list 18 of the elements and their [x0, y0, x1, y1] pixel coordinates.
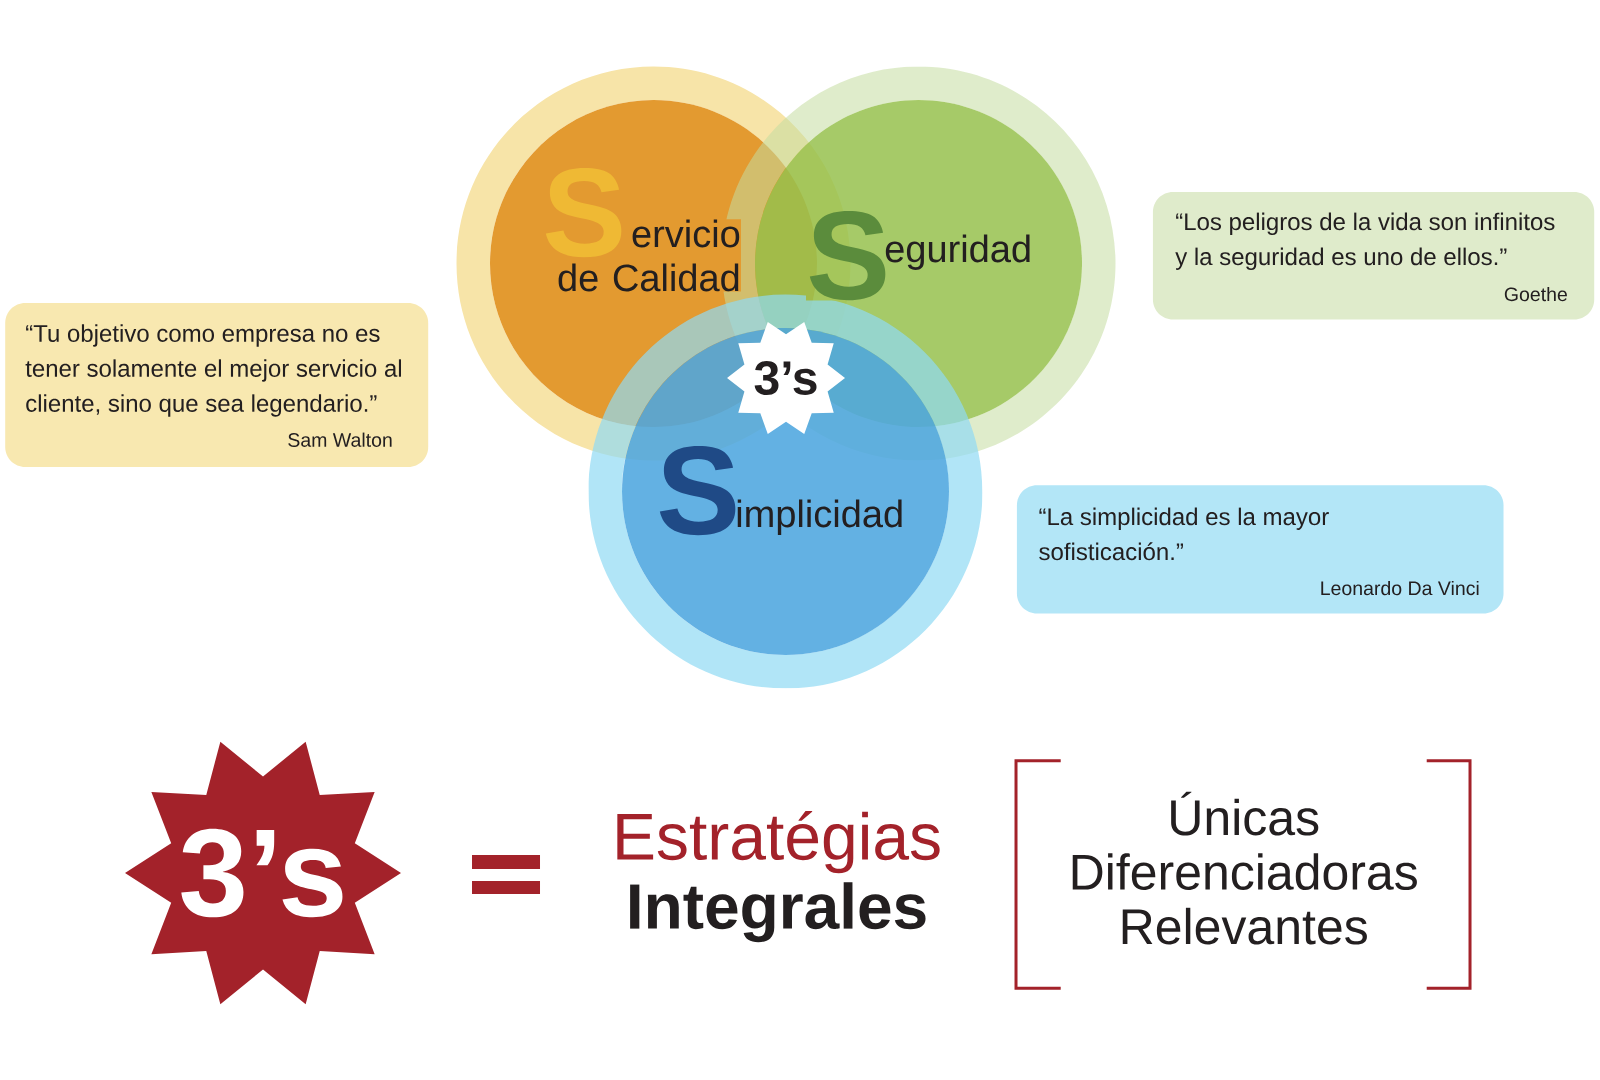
author-name: Sam Walton	[288, 432, 392, 447]
quote-box	[1152, 191, 1595, 320]
quote-box	[5, 302, 429, 467]
circle-label: implicidad	[737, 499, 902, 535]
bracketed-text: Únicas Diferenciadoras Relevantes	[1072, 791, 1417, 945]
initial-letter: S	[659, 446, 736, 536]
initial-letter: S	[809, 211, 886, 301]
author-name: Leonardo Da Vinci	[1321, 580, 1479, 596]
star-badge: 3’s	[125, 741, 401, 1005]
quote-text: “Los peligros de la vida son infinitos y la seguridad es uno de ellos.”	[1175, 212, 1555, 270]
quote-text: “Tu objetivo como empresa no es tener solamente el mejor servicio al cliente, sino que sea legendario.”	[25, 324, 402, 417]
circle-label: eguridad	[885, 234, 1030, 270]
headline-text: Integrales	[630, 882, 926, 943]
headline-text: Estratégias	[617, 810, 940, 874]
quote-box	[1016, 485, 1504, 614]
author-name: Goethe	[1504, 286, 1567, 302]
quote-text: “La simplicidad es la mayor sofisticación.”	[1039, 507, 1329, 561]
circle-label: ervicio de Calidad	[558, 219, 740, 292]
